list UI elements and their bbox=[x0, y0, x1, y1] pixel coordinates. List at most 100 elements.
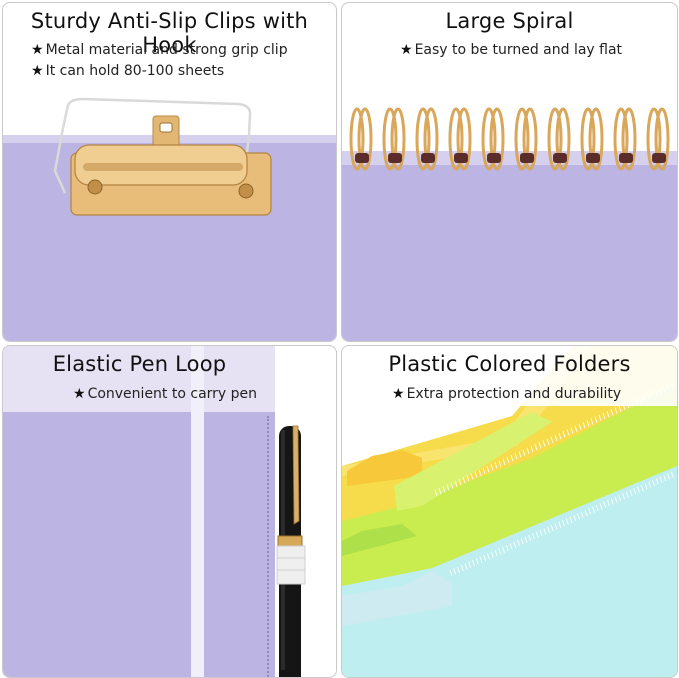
spiral-loop-icon bbox=[547, 107, 571, 171]
ruler-tick bbox=[453, 568, 457, 575]
ruler-tick bbox=[510, 455, 514, 462]
lavender-cover bbox=[342, 151, 677, 341]
ruler-tick bbox=[509, 543, 513, 550]
ruler-tick bbox=[524, 536, 528, 543]
spiral-loop-icon bbox=[382, 107, 406, 171]
ruler-tick bbox=[532, 533, 535, 540]
ruler-tick bbox=[659, 476, 663, 483]
ruler-tick bbox=[586, 420, 590, 427]
star-icon: ★ bbox=[31, 42, 44, 58]
ruler-tick bbox=[603, 501, 607, 508]
spiral-coil-icon bbox=[349, 107, 670, 171]
ruler-tick bbox=[594, 416, 598, 423]
spiral-feature-panel: Large Spiral ★Easy to be turned and lay … bbox=[341, 2, 678, 342]
ruler-tick bbox=[573, 514, 577, 522]
ruler-tick bbox=[550, 436, 554, 443]
feature-bullet: ★Extra protection and durability bbox=[392, 386, 622, 402]
ruler-tick bbox=[520, 538, 524, 545]
ruler-tick bbox=[434, 489, 438, 497]
feature-bullet: ★Easy to be turned and lay flat bbox=[400, 42, 623, 58]
ruler-tick bbox=[538, 442, 542, 449]
spiral-loop-icon bbox=[514, 107, 538, 171]
ruler-tick bbox=[577, 513, 580, 520]
ruler-tick bbox=[530, 445, 534, 453]
ruler-tick bbox=[460, 564, 464, 572]
ruler-tick bbox=[622, 493, 625, 500]
ruler-tick bbox=[629, 489, 633, 497]
ruler-tick bbox=[618, 494, 622, 502]
ruler-tick bbox=[514, 453, 518, 460]
ruler-tick bbox=[578, 423, 582, 431]
ruler-tick bbox=[562, 431, 566, 438]
ruler-tick bbox=[479, 556, 483, 563]
spiral-loop-icon bbox=[580, 107, 604, 171]
ruler-tick bbox=[470, 473, 474, 480]
ruler-tick bbox=[522, 449, 526, 456]
spiral-loop-icon bbox=[415, 107, 439, 171]
colored-folders-icon bbox=[342, 346, 677, 677]
ruler-tick bbox=[543, 528, 547, 535]
ruler-tick bbox=[458, 478, 462, 486]
ruler-tick bbox=[584, 509, 588, 517]
ruler-tick bbox=[494, 462, 498, 469]
ruler-tick bbox=[590, 418, 594, 425]
ruler-tick bbox=[655, 478, 659, 485]
ruler-tick bbox=[637, 486, 640, 493]
ruler-tick bbox=[610, 498, 614, 505]
panel-title: Plastic Colored Folders bbox=[388, 352, 631, 376]
ruler-tick bbox=[592, 506, 595, 513]
ruler-tick bbox=[598, 414, 602, 421]
ruler-tick bbox=[502, 546, 505, 553]
ruler-tick bbox=[558, 521, 562, 528]
ruler-tick bbox=[663, 474, 667, 482]
ruler-tick bbox=[562, 519, 565, 527]
ruler-tick bbox=[449, 569, 453, 577]
ruler-tick bbox=[652, 479, 655, 487]
ruler-tick bbox=[462, 477, 466, 484]
ruler-tick bbox=[546, 438, 550, 445]
spiral-loop-icon bbox=[613, 107, 637, 171]
star-icon: ★ bbox=[73, 386, 86, 402]
ruler-tick bbox=[633, 488, 637, 495]
ruler-tick bbox=[457, 566, 460, 573]
spiral-loop-icon bbox=[481, 107, 505, 171]
ruler-tick bbox=[498, 460, 502, 467]
ruler-tick bbox=[468, 561, 472, 568]
ruler-tick bbox=[588, 508, 592, 515]
star-icon: ★ bbox=[31, 63, 44, 79]
stitch-line bbox=[267, 416, 269, 677]
spiral-loop-icon bbox=[646, 107, 670, 171]
light-cover-band bbox=[3, 346, 275, 412]
ruler-tick bbox=[466, 475, 470, 482]
clip-feature-panel: Sturdy Anti-Slip Clips with Hook ★Metal … bbox=[2, 2, 337, 342]
ruler-tick bbox=[599, 503, 603, 510]
ruler-tick bbox=[490, 464, 494, 471]
ruler-tick bbox=[580, 511, 584, 518]
ruler-tick bbox=[640, 484, 644, 492]
gold-clip-icon bbox=[53, 97, 272, 216]
ruler-tick bbox=[565, 518, 569, 525]
ruler-tick bbox=[582, 422, 586, 429]
ruler-tick bbox=[478, 469, 482, 476]
ruler-tick bbox=[542, 440, 546, 447]
feature-bullet: ★It can hold 80-100 sheets bbox=[31, 63, 225, 79]
ruler-tick bbox=[574, 425, 578, 432]
ruler-tick bbox=[475, 558, 479, 565]
ruler-tick bbox=[446, 484, 450, 491]
ruler-tick bbox=[513, 541, 517, 548]
ruler-tick bbox=[667, 473, 670, 480]
pen-icon bbox=[276, 425, 306, 677]
feature-bullet: ★Convenient to carry pen bbox=[73, 386, 258, 402]
ruler-tick bbox=[670, 471, 674, 478]
ruler-tick bbox=[498, 548, 502, 555]
ruler-tick bbox=[550, 524, 554, 532]
ruler-tick bbox=[528, 534, 532, 542]
spiral-loop-icon bbox=[448, 107, 472, 171]
title-backdrop bbox=[342, 346, 677, 406]
ruler-tick bbox=[535, 531, 539, 538]
ruler-tick bbox=[442, 486, 446, 493]
ruler-tick bbox=[490, 551, 494, 558]
ruler-tick bbox=[602, 412, 606, 420]
ruler-tick bbox=[644, 483, 648, 490]
ruler-tick bbox=[483, 554, 487, 562]
